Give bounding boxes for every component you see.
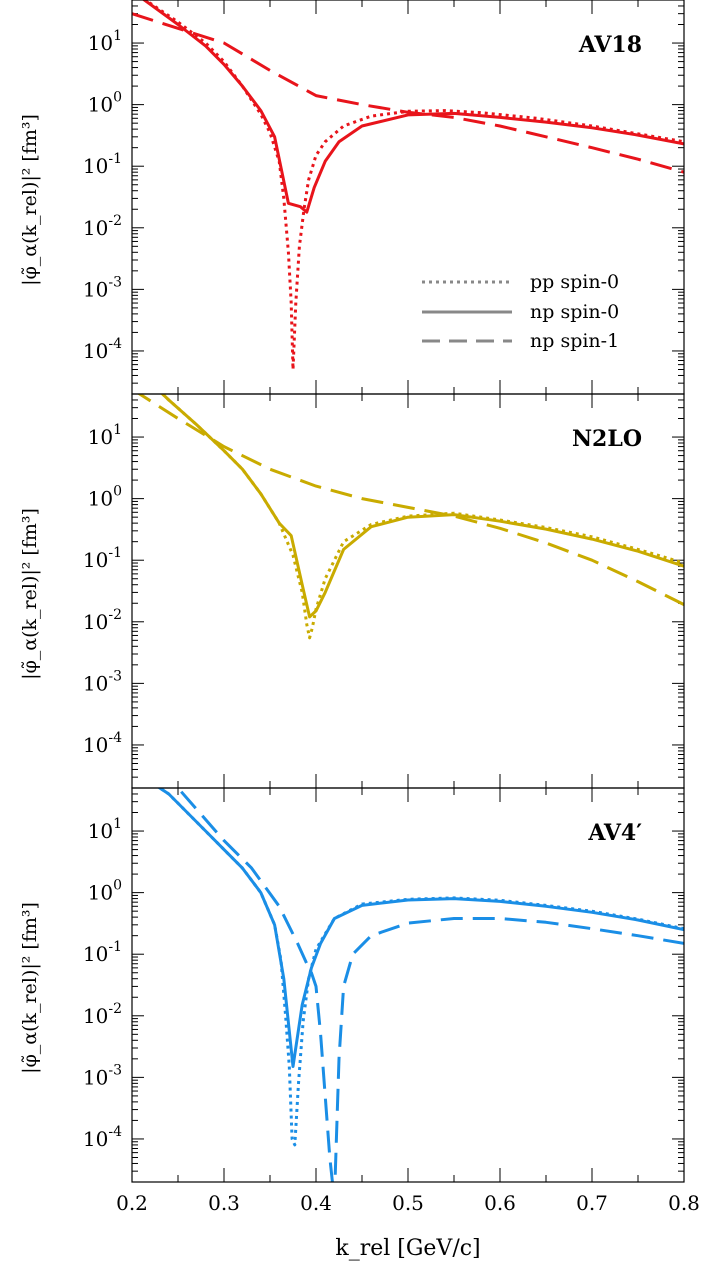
x-tick-label: 0.7 bbox=[576, 1191, 608, 1215]
x-axis-label: k_rel [GeV/c] bbox=[335, 1236, 480, 1261]
y-axis-label: |φ̃_α(k_rel)|² [fm³] bbox=[19, 114, 41, 286]
legend-label: pp spin-0 bbox=[530, 271, 619, 293]
y-tick-label: 10-1 bbox=[83, 939, 122, 966]
y-axis-label: |φ̃_α(k_rel)|² [fm³] bbox=[19, 902, 41, 1074]
x-tick-label: 0.4 bbox=[300, 1191, 332, 1215]
y-tick-label: 10-1 bbox=[83, 545, 122, 572]
panel-title: AV4′ bbox=[587, 820, 642, 846]
x-tick-label: 0.6 bbox=[484, 1191, 516, 1215]
series-line-dotted bbox=[142, 0, 684, 371]
legend-label: np spin-1 bbox=[530, 330, 619, 352]
y-tick-label: 10-3 bbox=[83, 1062, 122, 1089]
plot-area: 101 100 10-1 10-2 10-3 10-4 0.2 0.3 0.4 0.5 0.6 0.7… bbox=[83, 787, 700, 1215]
series-line-solid bbox=[160, 394, 684, 619]
series-line-solid bbox=[141, 0, 684, 214]
y-tick-label: 10-2 bbox=[83, 213, 122, 240]
y-tick-label: 10-4 bbox=[83, 336, 122, 363]
y-tick-label: 10-4 bbox=[83, 730, 122, 757]
legend: pp spin-0 np spin-0 np spin-1 bbox=[422, 271, 619, 352]
plot-frame bbox=[131, 787, 685, 1183]
panel-n2lo: 101 100 10-1 10-2 10-3 10-4 N2LO |φ̃_α(k_rel)… bbox=[19, 393, 685, 789]
panel-title: AV18 bbox=[578, 32, 642, 58]
panel-title: N2LO bbox=[572, 426, 642, 452]
y-tick-label: 10-3 bbox=[83, 274, 122, 301]
plot-frame bbox=[131, 393, 685, 789]
y-tick-label: 10-1 bbox=[83, 151, 122, 178]
y-axis-label: |φ̃_α(k_rel)|² [fm³] bbox=[19, 508, 41, 680]
y-tick-label: 10-4 bbox=[83, 1124, 122, 1151]
x-tick-label: 0.2 bbox=[116, 1191, 148, 1215]
series-group bbox=[157, 788, 684, 1182]
plot-area: 101 100 10-1 10-2 10-3 10-4 bbox=[83, 393, 685, 789]
y-tick-label: 10-2 bbox=[83, 1001, 122, 1028]
series-group bbox=[132, 0, 684, 371]
y-tick-label: 100 bbox=[88, 90, 122, 117]
series-line-dashed bbox=[136, 394, 684, 606]
y-tick-label: 101 bbox=[88, 422, 122, 449]
series-line-dashed bbox=[132, 12, 684, 174]
y-tick-label: 10-3 bbox=[83, 668, 122, 695]
legend-label: np spin-0 bbox=[530, 301, 619, 323]
y-tick-label: 100 bbox=[88, 878, 122, 905]
x-tick-label: 0.3 bbox=[208, 1191, 240, 1215]
series-group bbox=[136, 394, 684, 640]
y-tick-label: 101 bbox=[88, 816, 122, 843]
y-tick-label: 101 bbox=[88, 28, 122, 55]
series-line-dashed bbox=[175, 788, 684, 1182]
y-tick-label: 100 bbox=[88, 484, 122, 511]
panel-av18: 101 100 10-1 10-2 10-3 10-4 AV18 |φ̃_α(k_rel)… bbox=[19, 0, 685, 395]
panel-av4prime: 101 100 10-1 10-2 10-3 10-4 0.2 0.3 0.4 0.5 0.6 0.7… bbox=[19, 787, 700, 1261]
x-tick-label: 0.8 bbox=[668, 1191, 700, 1215]
plot-area: 101 100 10-1 10-2 10-3 10-4 bbox=[83, 0, 685, 395]
series-line-solid bbox=[157, 788, 684, 1068]
x-tick-label: 0.5 bbox=[392, 1191, 424, 1215]
y-tick-label: 10-2 bbox=[83, 607, 122, 634]
